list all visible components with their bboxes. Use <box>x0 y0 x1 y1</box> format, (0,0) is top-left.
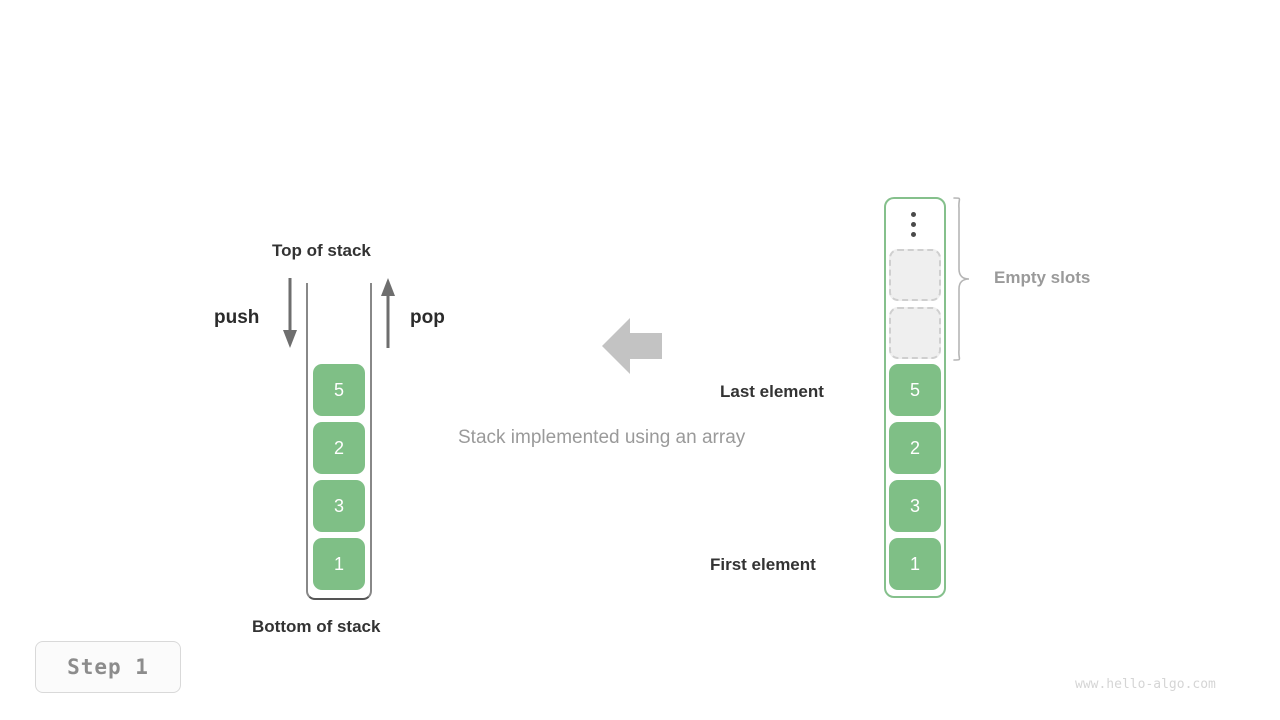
watermark: www.hello-algo.com <box>1075 677 1216 692</box>
push-arrow-icon <box>278 278 302 353</box>
stack-element: 1 <box>313 538 365 590</box>
last-element-label: Last element <box>720 382 824 401</box>
empty-slot <box>889 307 941 359</box>
pop-arrow-icon <box>376 278 400 353</box>
push-label: push <box>214 307 260 328</box>
arrow-left-icon <box>602 318 662 379</box>
stack-element-list: 5 2 3 1 <box>313 364 365 590</box>
empty-slots-label: Empty slots <box>994 268 1091 287</box>
diagram-caption: Stack implemented using an array <box>458 427 746 448</box>
array-container <box>884 197 946 598</box>
vertical-ellipsis-icon <box>910 212 917 237</box>
empty-slot-list <box>889 249 941 359</box>
first-element-label: First element <box>710 555 816 574</box>
array-element: 3 <box>889 480 941 532</box>
pop-label: pop <box>410 307 445 328</box>
stack-element: 2 <box>313 422 365 474</box>
empty-slot <box>889 249 941 301</box>
array-element: 5 <box>889 364 941 416</box>
array-element: 1 <box>889 538 941 590</box>
top-of-stack-label: Top of stack <box>272 241 371 260</box>
array-element-list: 5 2 3 1 <box>889 364 941 590</box>
stack-element: 5 <box>313 364 365 416</box>
array-element: 2 <box>889 422 941 474</box>
stack-element: 3 <box>313 480 365 532</box>
step-badge: Step 1 <box>35 641 181 693</box>
bottom-of-stack-label: Bottom of stack <box>252 617 381 636</box>
stack-container <box>306 283 372 600</box>
empty-slots-brace-icon <box>950 196 974 367</box>
